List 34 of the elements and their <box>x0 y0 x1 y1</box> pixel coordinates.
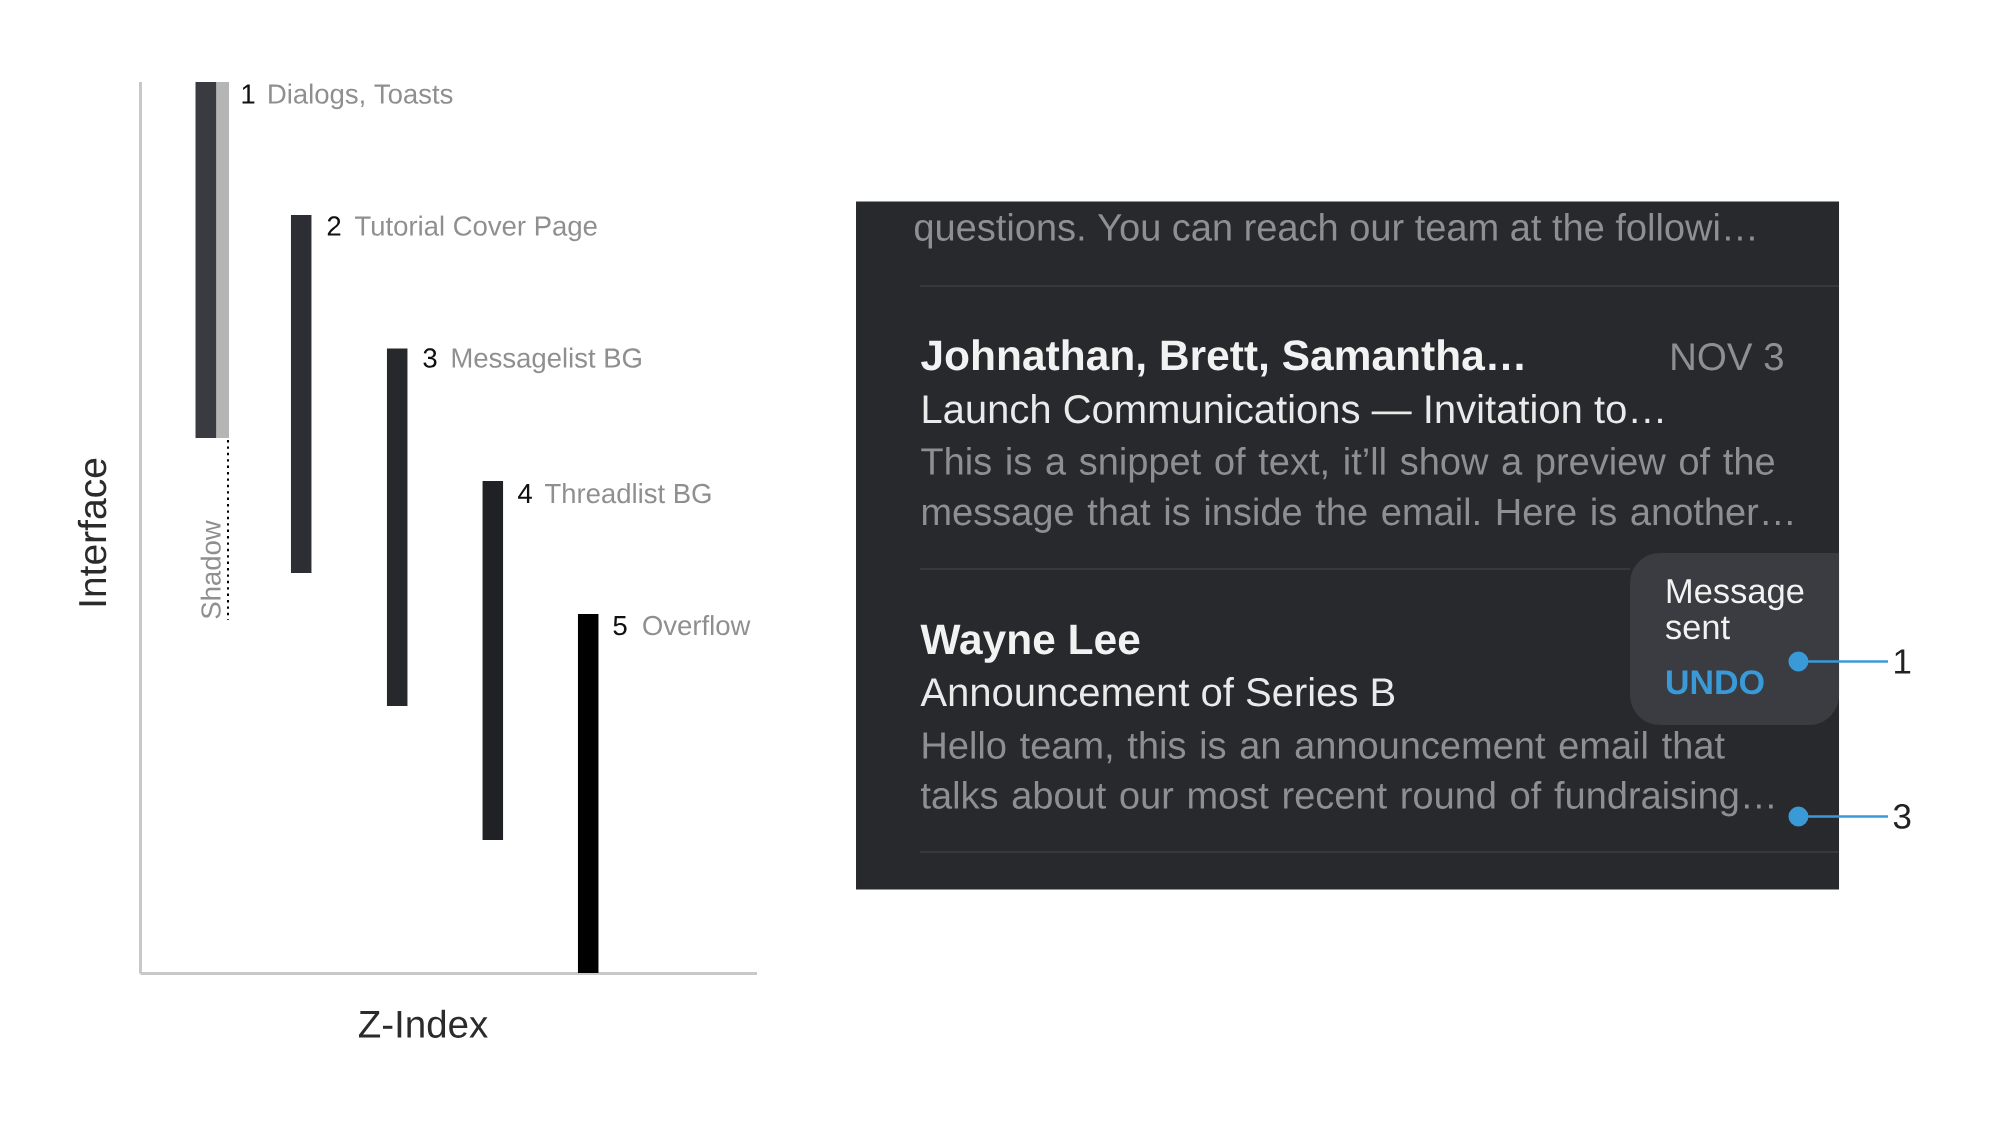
sender-name: Johnathan, Brett, Samantha… <box>921 339 1523 377</box>
layer-bar <box>577 614 599 973</box>
bar-label: Messagelist BG <box>452 347 641 374</box>
leader-line <box>1788 806 1889 827</box>
layer-bar <box>386 348 408 706</box>
email-subject: Launch Communications — Invitation to… <box>923 394 1662 424</box>
callout-number: 3 <box>1893 804 1911 829</box>
bar-number: 5 <box>613 616 627 636</box>
email-snippet: Hello team, this is an announcement email that talks about our most recent round of fundraising… <box>921 730 1773 817</box>
layer-bar <box>482 481 504 840</box>
shadow-label: Shadow <box>200 520 221 619</box>
layer-bar <box>195 82 217 438</box>
layer-bar <box>290 215 312 573</box>
axis-title: Z-Index <box>358 1009 488 1038</box>
bar-label: Dialogs, Toasts <box>269 83 453 110</box>
bar-number: 3 <box>423 348 437 368</box>
undo-link: UNDO <box>1666 670 1764 695</box>
leader-line <box>1788 651 1889 672</box>
email-list-panel <box>856 201 1840 890</box>
bar-label: Tutorial Cover Page <box>355 215 597 242</box>
axis-title: Interface <box>77 458 107 606</box>
callout-number: 1 <box>1895 649 1911 674</box>
bar-label: Overflow <box>643 615 751 636</box>
bar-number: 2 <box>327 216 341 236</box>
toast-message: Message sent <box>1665 579 1804 640</box>
toast-popup <box>1630 553 1840 725</box>
email-date: NOV 3 <box>1672 343 1783 371</box>
email-subject: Announcement of Series B <box>920 677 1395 707</box>
bar-number: 4 <box>518 484 532 503</box>
bar-number: 1 <box>242 84 255 104</box>
email-snippet: questions. You can reach our team at the followi… <box>915 212 1754 249</box>
sender-name: Wayne Lee <box>920 624 1140 663</box>
bar-label: Threadlist BG <box>545 483 711 504</box>
email-snippet: This is a snippet of text, it’ll show a preview of the message that is inside the email. Here is another… <box>921 446 1792 533</box>
